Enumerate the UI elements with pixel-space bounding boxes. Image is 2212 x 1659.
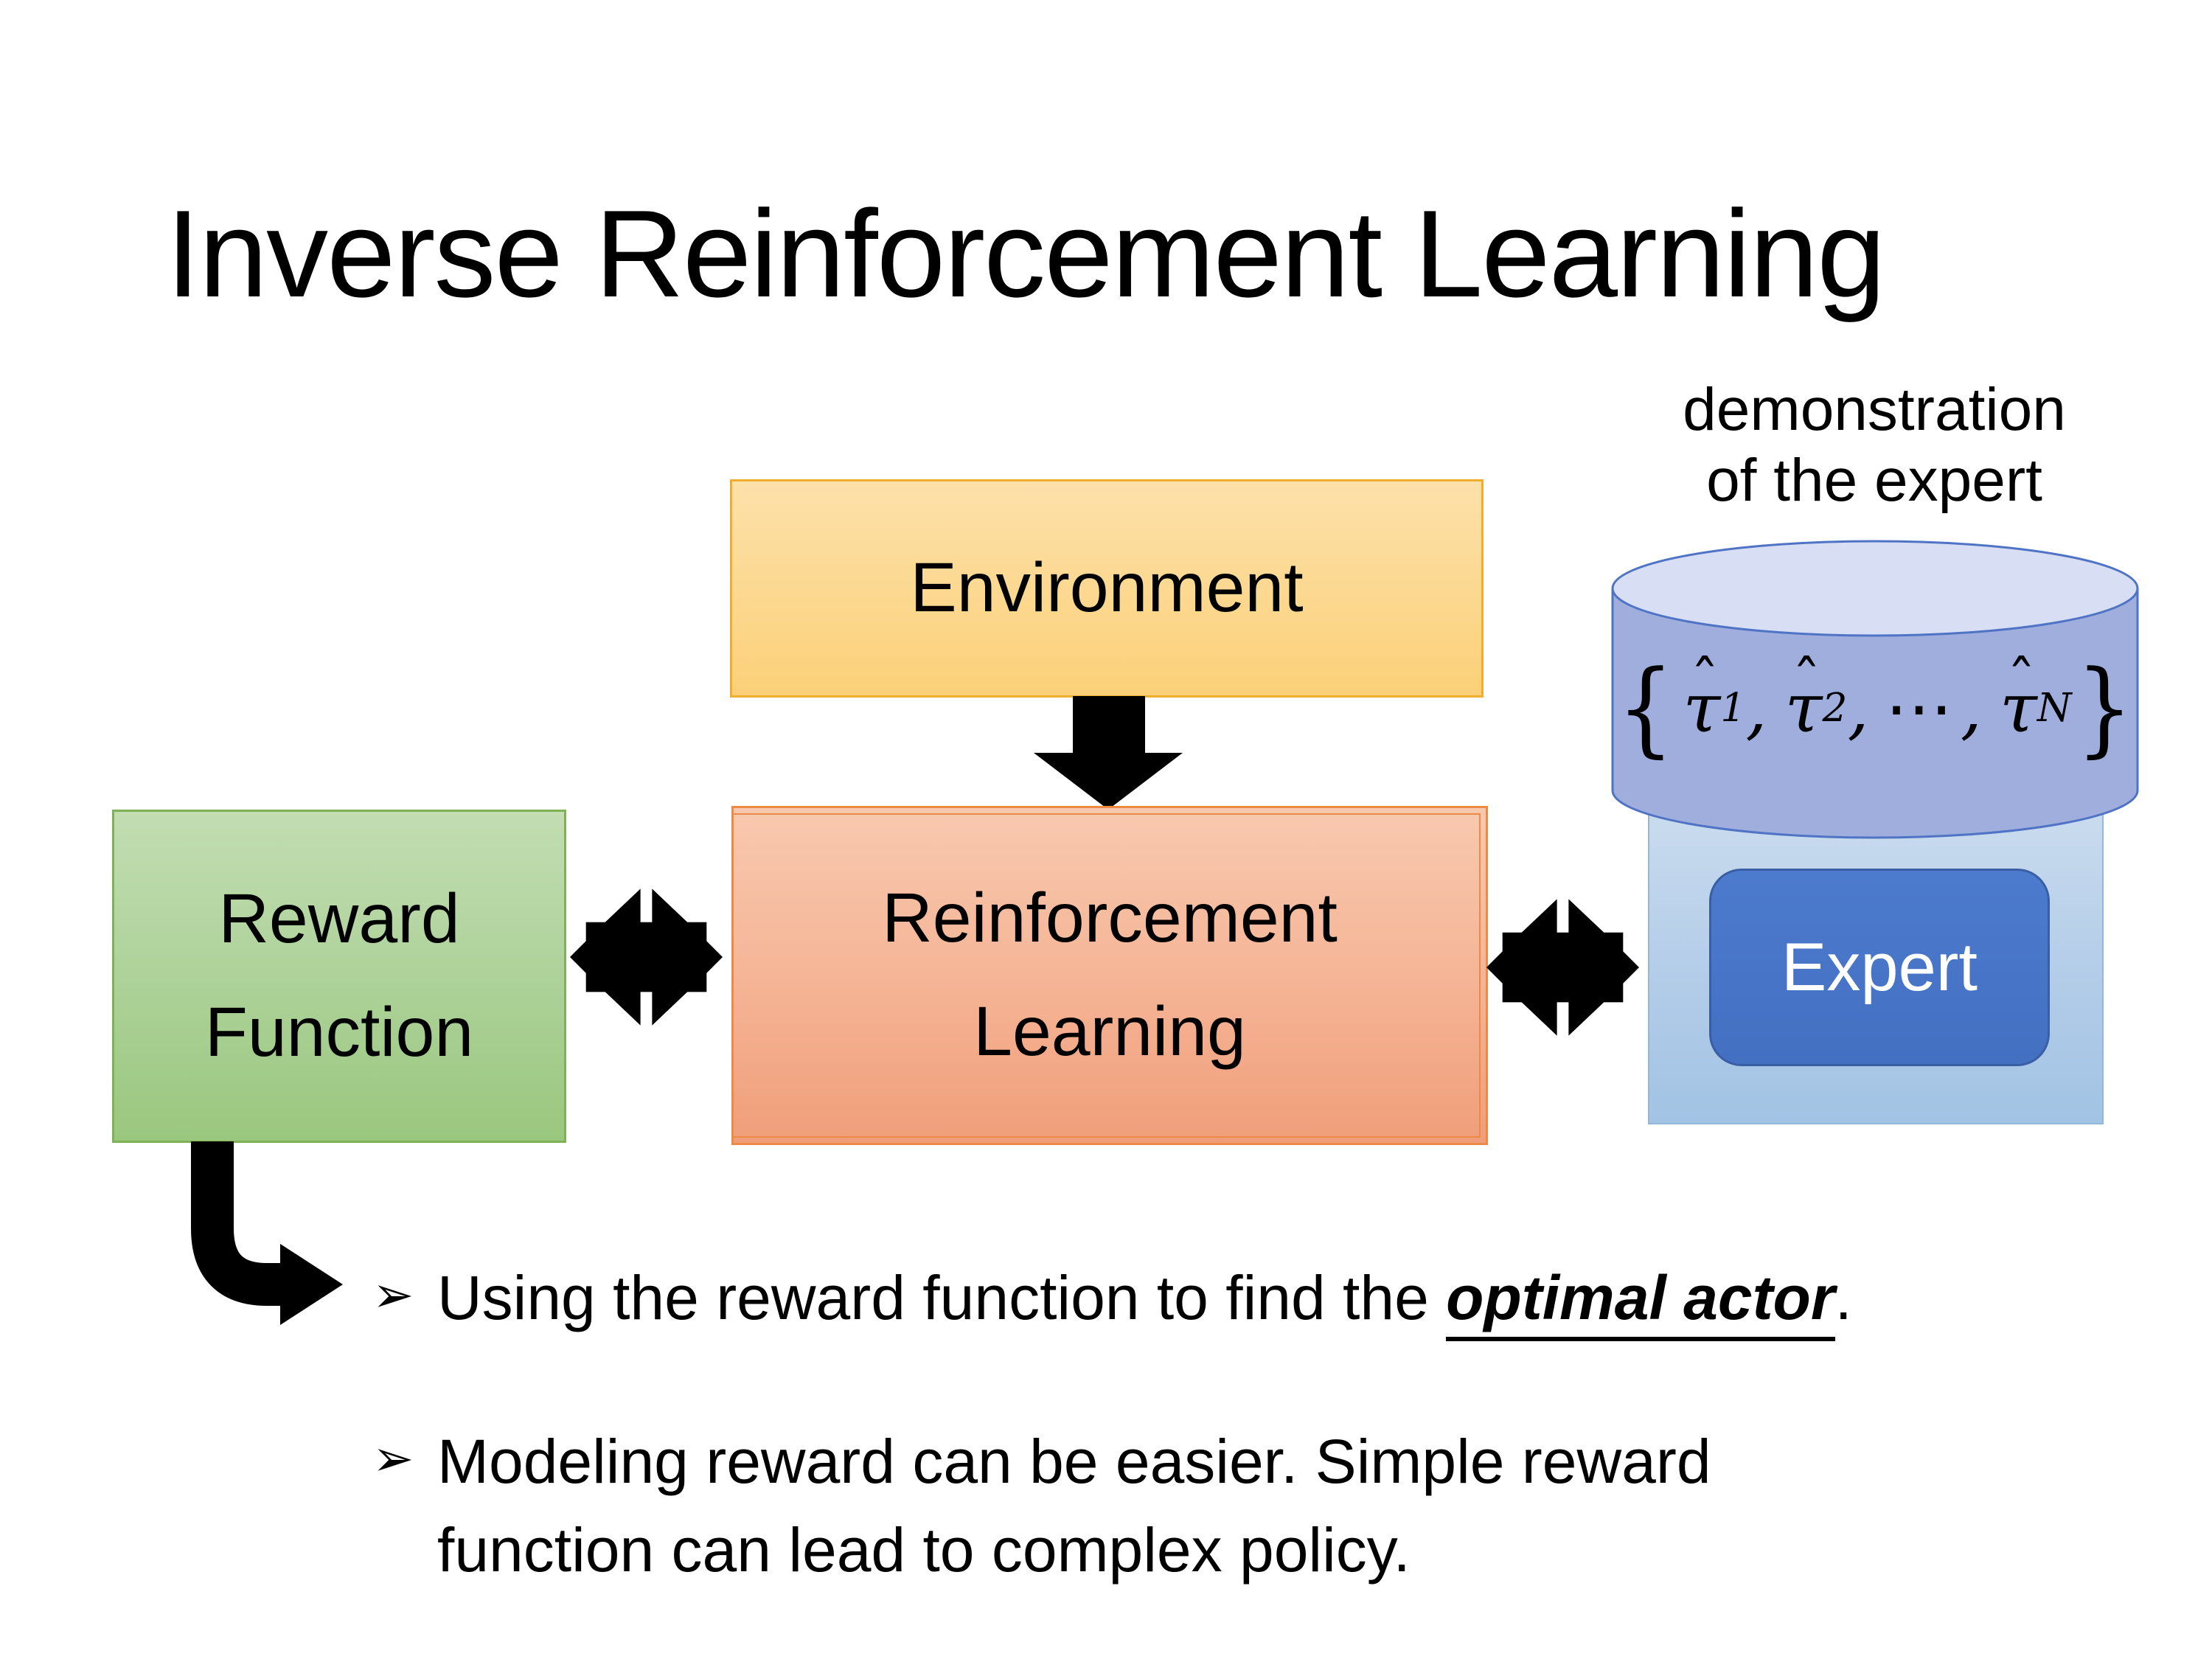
double-arrow-icon-reward-rl (570, 888, 723, 1026)
reward-function-box: Reward Function (112, 810, 566, 1143)
formula-comma-3: , (1960, 668, 1982, 748)
environment-box: Environment (730, 479, 1484, 698)
rl-label-line1: Reinforcement (882, 879, 1338, 958)
demonstration-label-line2: of the expert (1706, 446, 2042, 514)
page-title: Inverse Reinforcement Learning (166, 184, 1886, 323)
rl-label-line2: Learning (973, 992, 1246, 1071)
reward-function-label: Reward Function (205, 863, 473, 1090)
bullet-1-text: Using the reward function to find the op… (437, 1253, 1852, 1342)
demonstration-label-line1: demonstration (1683, 376, 2066, 443)
reinforcement-learning-label: Reinforcement Learning (882, 862, 1338, 1089)
demonstration-label: demonstration of the expert (1607, 375, 2141, 516)
expert-button: Expert (1709, 869, 2050, 1066)
arrowhead-bullet-icon: ➢ (372, 1266, 414, 1324)
reinforcement-learning-box: Reinforcement Learning (731, 806, 1488, 1145)
reward-label-line2: Function (204, 993, 474, 1071)
bullet-1-suffix: . (1834, 1263, 1852, 1332)
formula-close-brace: } (2076, 647, 2133, 768)
double-arrow-icon-rl-expert (1486, 899, 1639, 1036)
bullet-item-1: ➢ Using the reward function to find the … (372, 1253, 2186, 1342)
bullet-2-text: Modeling reward can be easier. Simple re… (437, 1427, 1711, 1585)
demonstration-database-icon (1611, 540, 2139, 839)
expert-label: Expert (1781, 929, 1978, 1005)
bullet-1-prefix: Using the reward function to find the (437, 1263, 1447, 1332)
environment-label: Environment (910, 549, 1304, 627)
arrowhead-bullet-icon: ➢ (372, 1430, 414, 1487)
reward-label-line1: Reward (218, 880, 460, 959)
formula-open-brace: { (1617, 647, 1674, 768)
formula-comma-2: , (1847, 668, 1869, 748)
formula-cdots: ⋯ (1885, 668, 1953, 748)
elbow-arrow-icon (191, 1141, 343, 1325)
down-arrow-icon (1034, 696, 1183, 810)
optimal-actor-emphasis: optimal actor (1446, 1263, 1835, 1341)
bullet-item-2: ➢ Modeling reward can be easier. Simple … (372, 1417, 1862, 1594)
formula-comma-1: , (1745, 668, 1767, 748)
